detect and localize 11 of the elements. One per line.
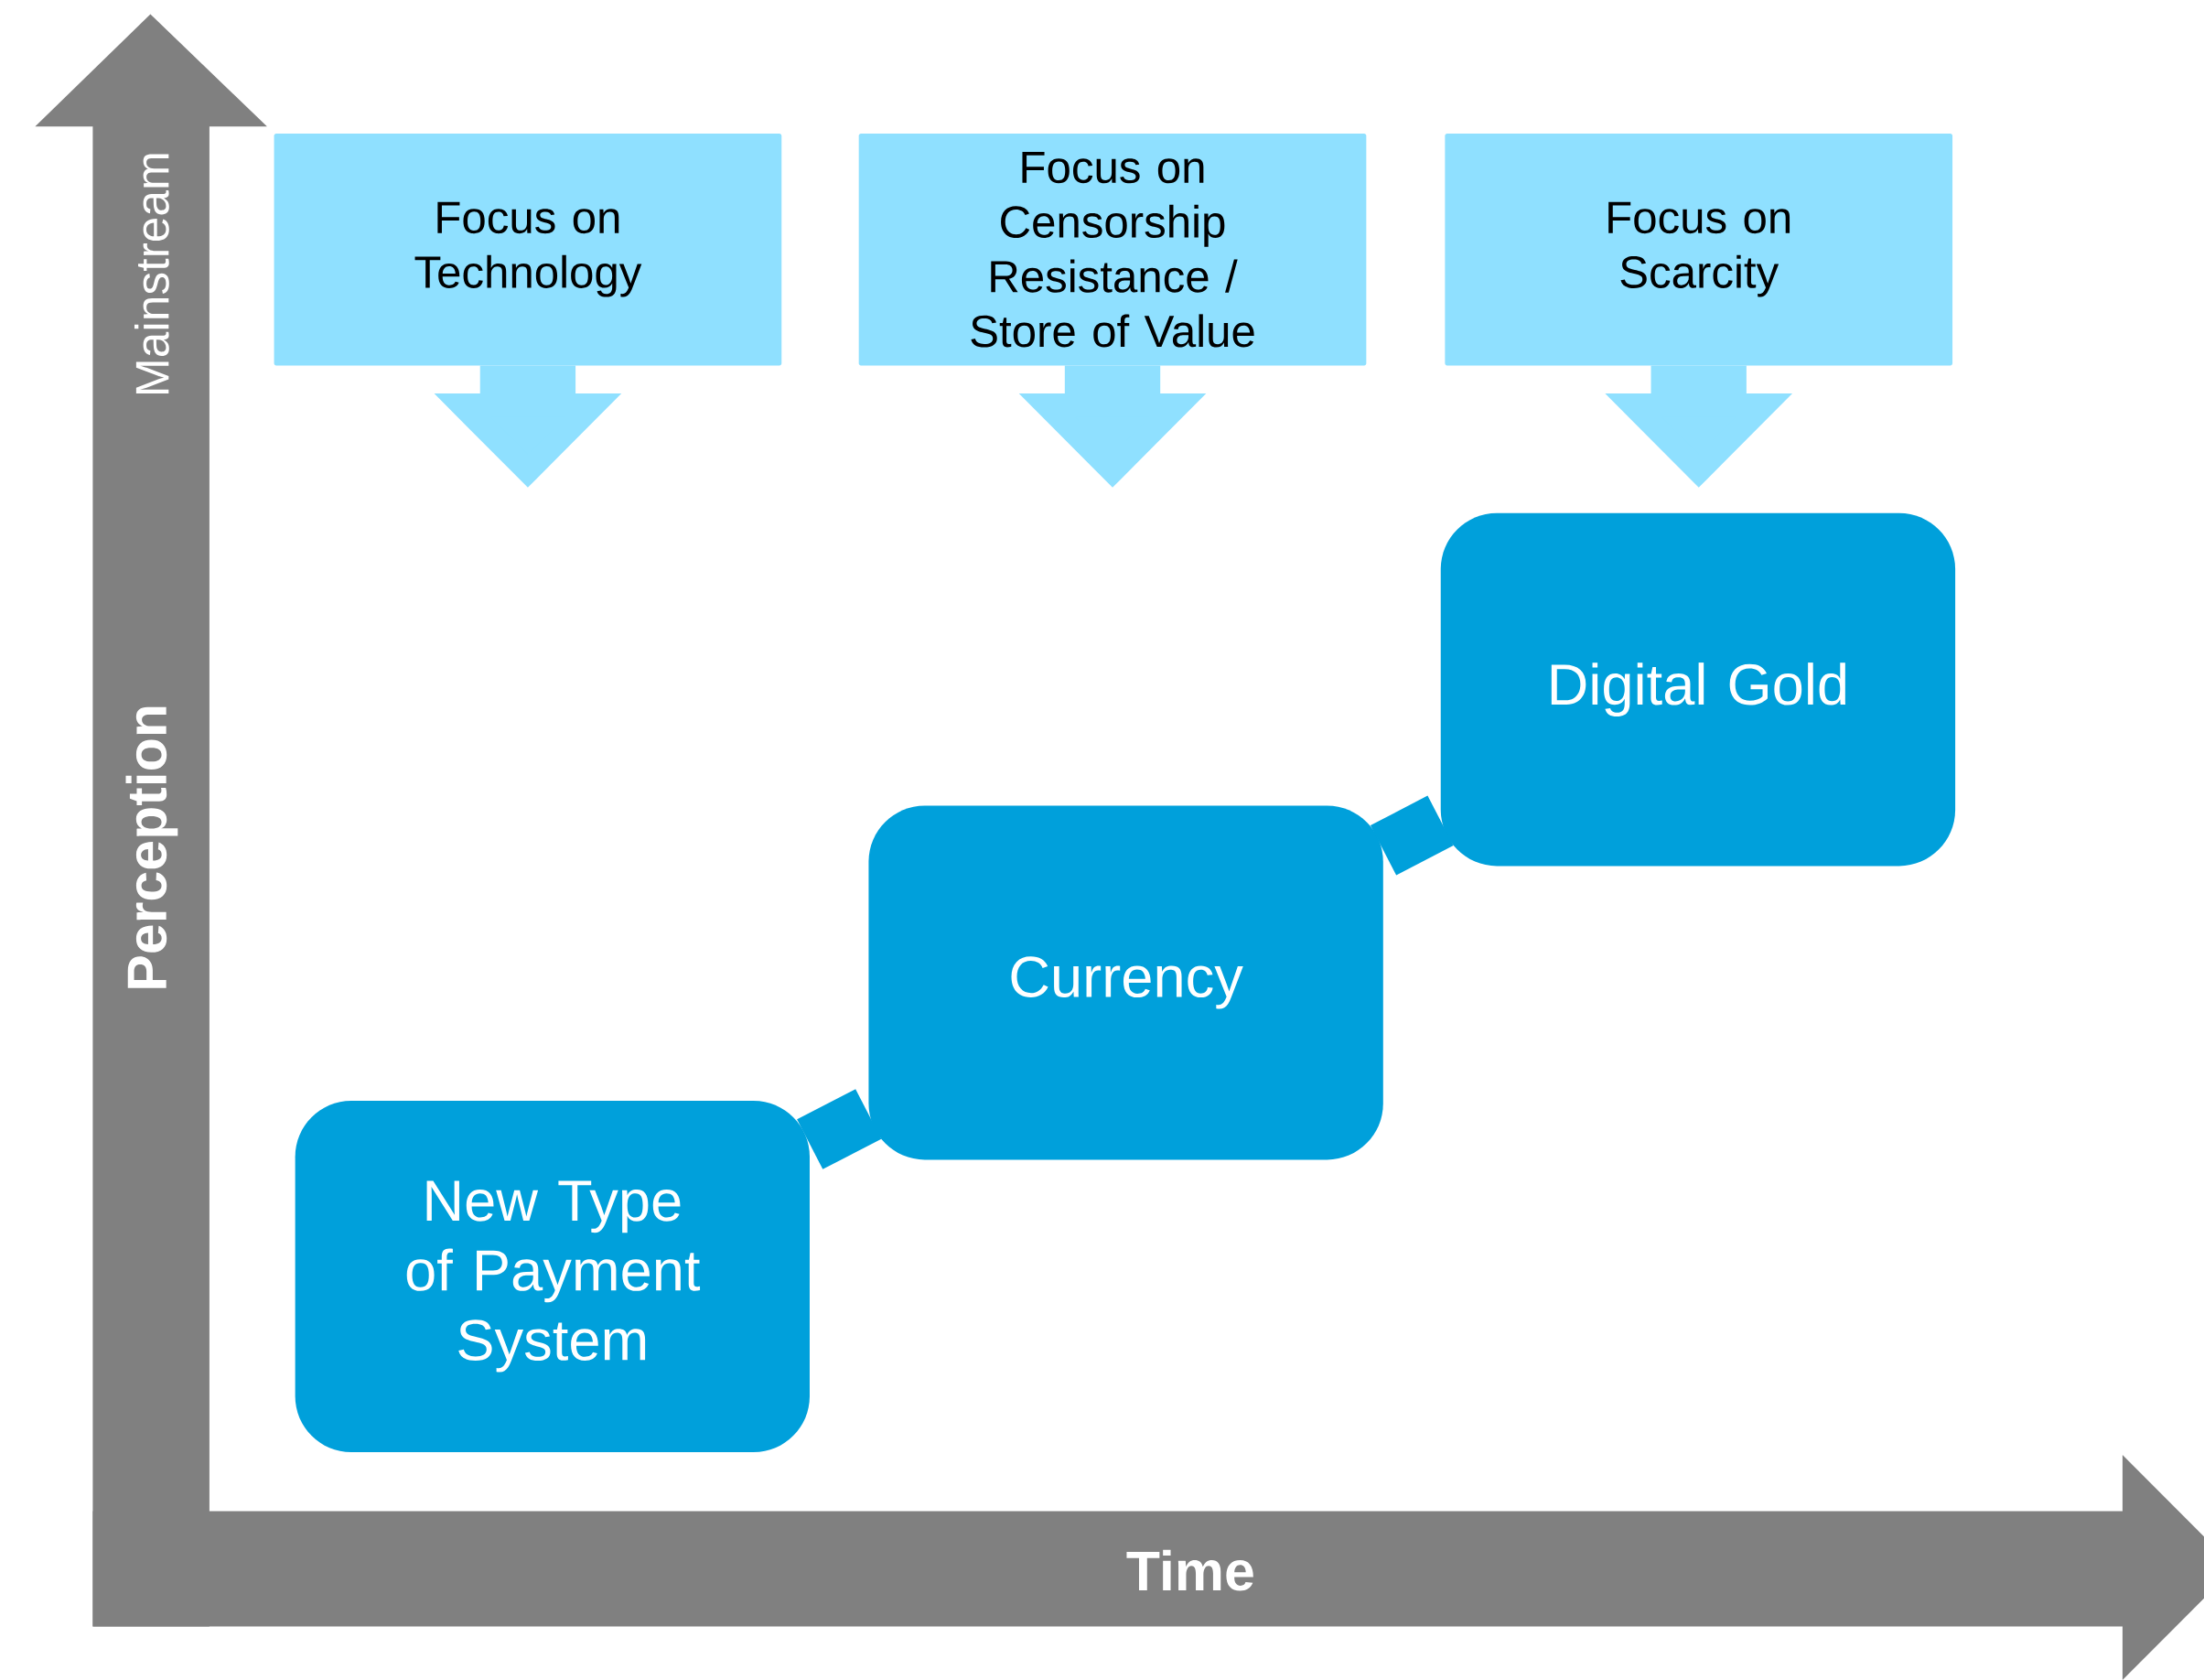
stage-box: New Type of Payment System bbox=[295, 1101, 810, 1453]
focus-box: Focus on Scarcity bbox=[1445, 134, 1953, 366]
focus-box: Focus on Technology bbox=[274, 134, 782, 366]
connector-bar bbox=[797, 1089, 882, 1169]
focus-box: Focus on Censorship Resistance / Store of Value bbox=[858, 134, 1367, 366]
axis-label: Mainstream bbox=[134, 154, 169, 393]
connector-bar bbox=[1371, 795, 1454, 876]
axis-label: Time bbox=[1126, 1549, 1253, 1591]
axis-label: Perception bbox=[125, 706, 178, 988]
stage-box: Currency bbox=[868, 805, 1383, 1160]
stage-box: Digital Gold bbox=[1440, 512, 1956, 867]
